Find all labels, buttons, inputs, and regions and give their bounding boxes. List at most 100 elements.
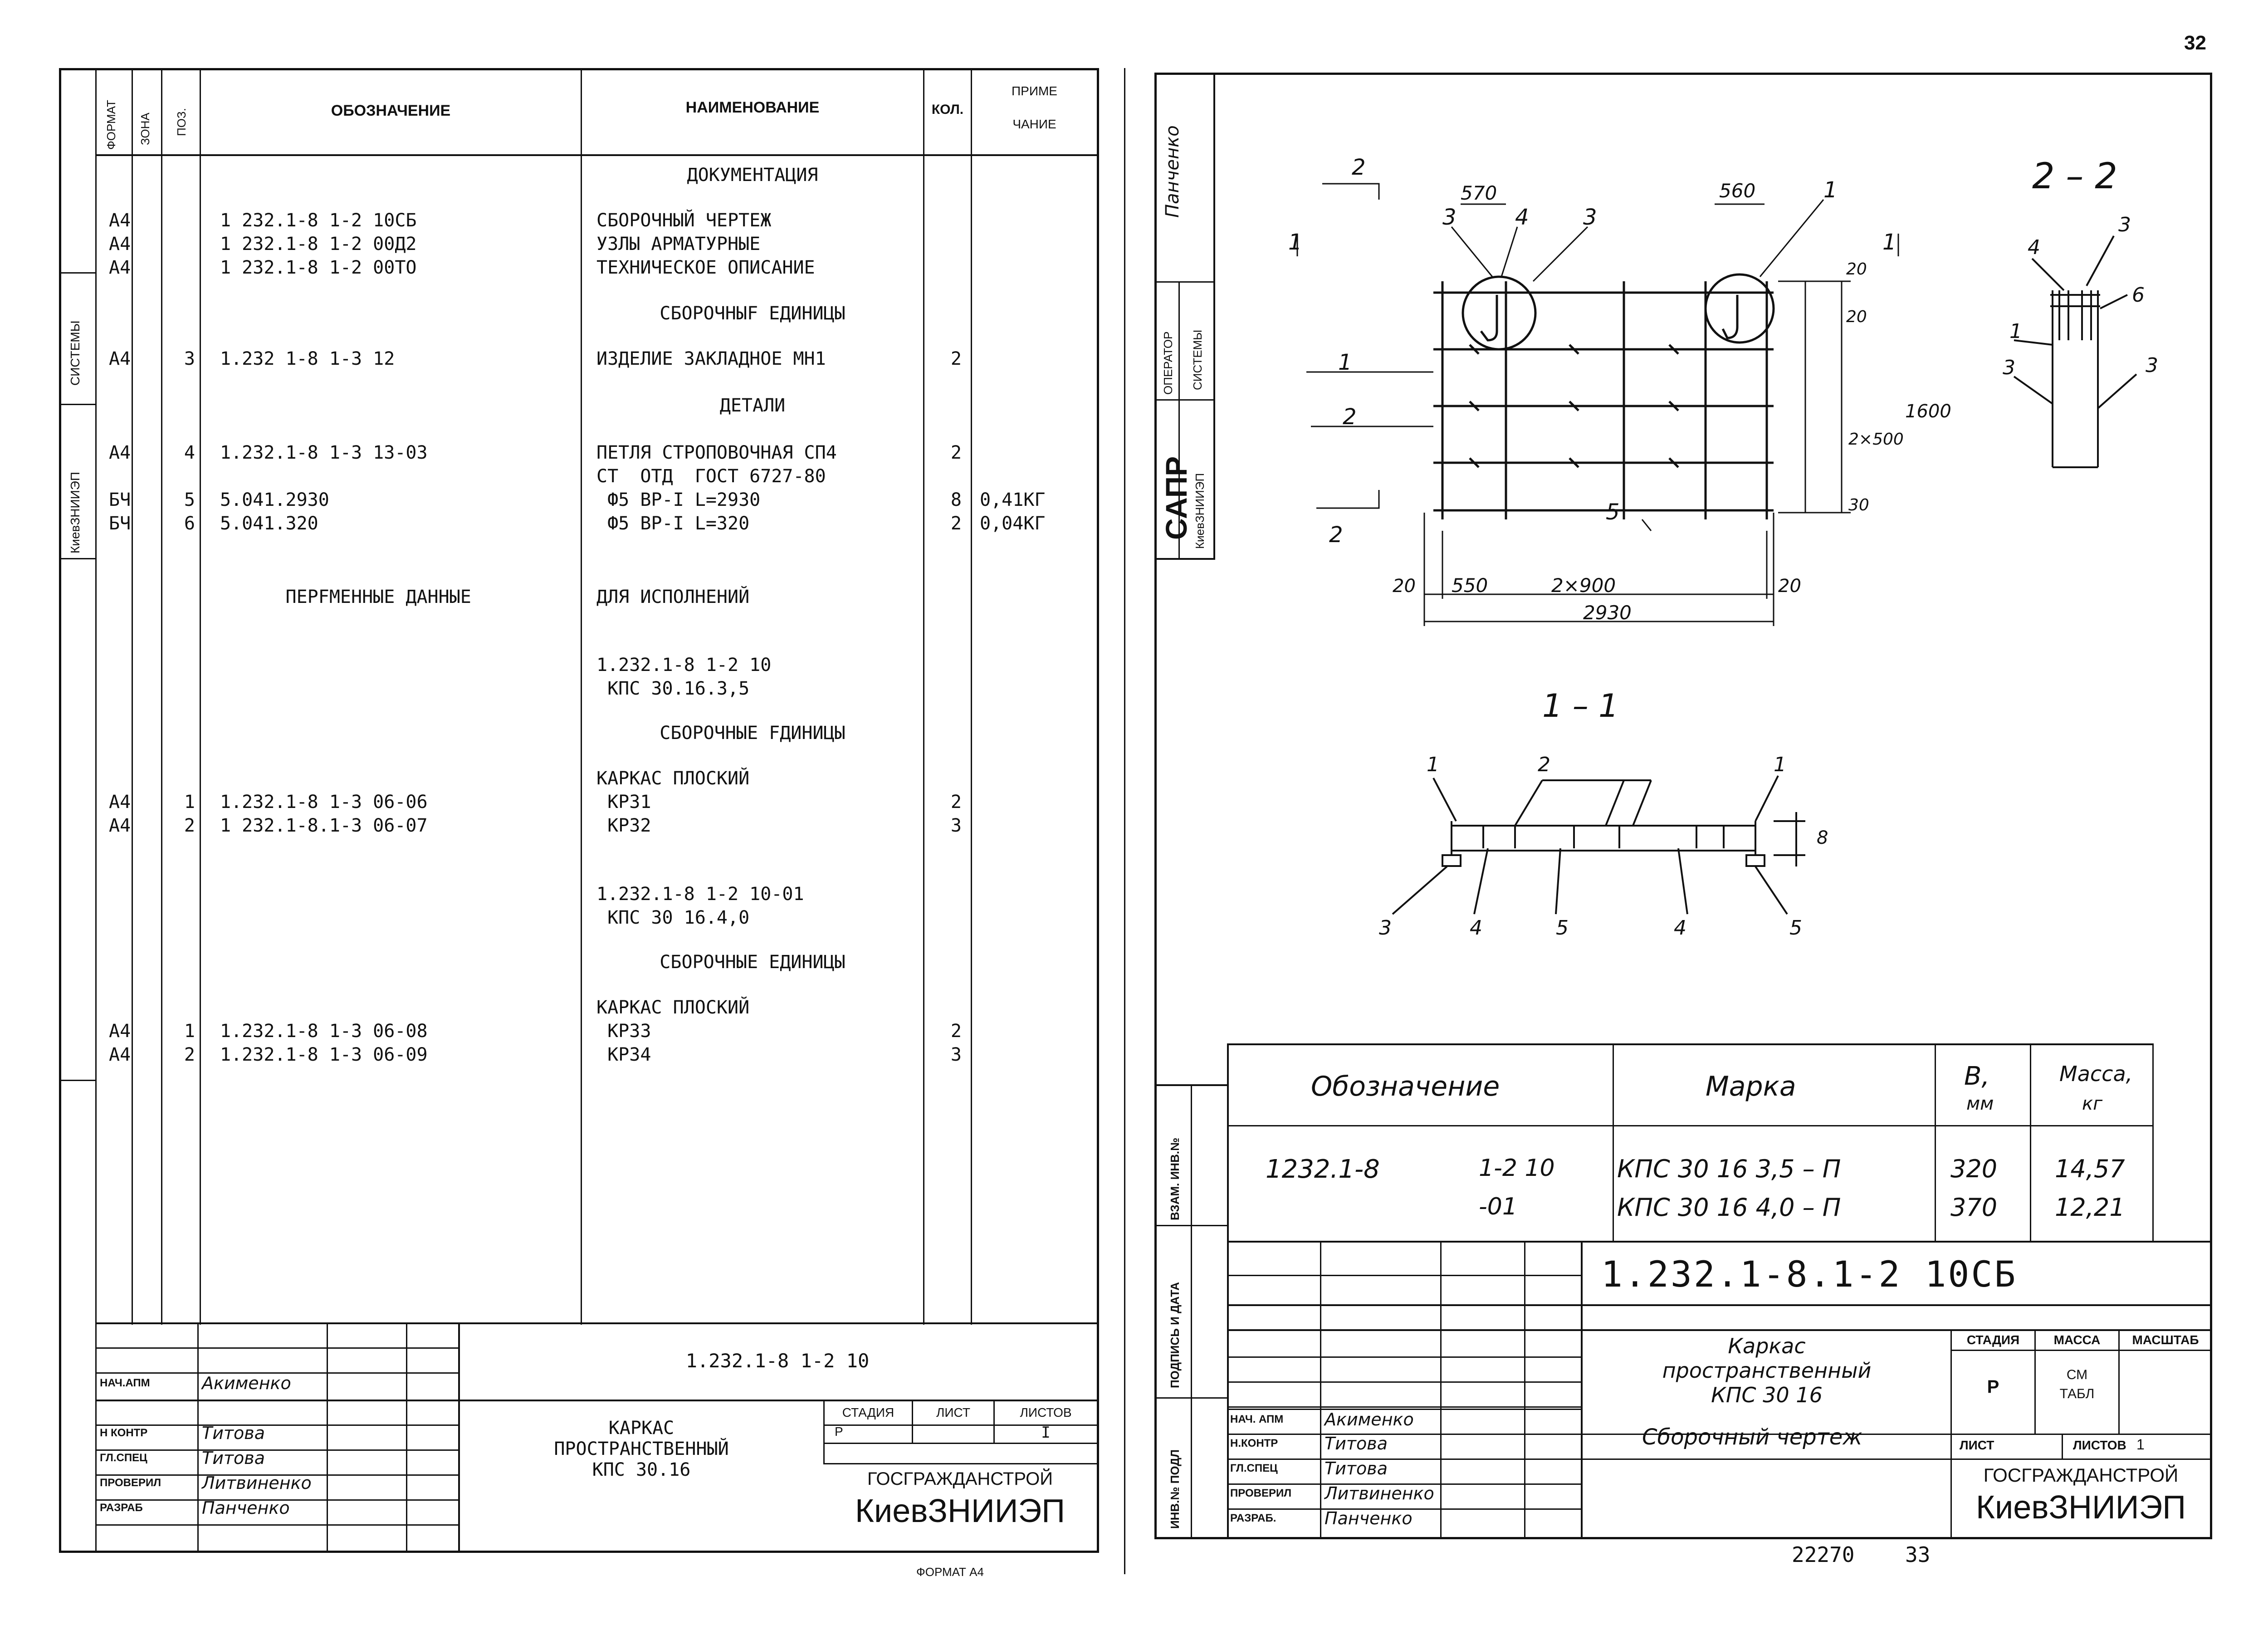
side-label-org: КиевЗНИИЭП: [68, 471, 82, 553]
spec-cell-name: ДЛЯ ИСПОЛНЕНИЙ: [596, 587, 750, 607]
spec-cell-des: 1.232.1-8 1-3 06-09: [220, 1044, 428, 1065]
callout-label: 5: [1606, 499, 1620, 525]
signature-name: Акименко: [202, 1373, 291, 1393]
right-tb-sheet-label: ЛИСТ: [1960, 1438, 1994, 1452]
spec-cell-fmt: А4: [109, 210, 131, 231]
callout-label: 2: [1343, 404, 1357, 430]
spec-cell-des: 1.232.1-8 1-3 06-06: [220, 792, 428, 812]
callout-label: 5: [1556, 916, 1569, 940]
variants-header-b: В,: [1964, 1062, 1990, 1091]
dimension-label: 30: [1848, 496, 1869, 514]
callout-label: 3: [2146, 354, 2158, 377]
dimension-label: 20: [1778, 576, 1801, 597]
spec-cell-pos: 4: [184, 442, 195, 463]
dimension-label: 1600: [1905, 401, 1951, 422]
spec-cell-fmt: А4: [109, 442, 131, 463]
spec-cell-name: СБОРОЧНЫЙ ЧЕРТЕЖ: [596, 210, 772, 231]
variant-cell-des2: -01: [1479, 1193, 1517, 1220]
right-tb-org1: ГОСГРАЖДАНСТРОЙ: [1983, 1464, 2179, 1486]
spec-cell-name: КПС 30.16.3,5: [596, 678, 750, 699]
variant-cell-mass: 12,21: [2055, 1193, 2125, 1222]
right-tb-org2: КиевЗНИИЭП: [1976, 1489, 2186, 1526]
right-tb-stage: Р: [1987, 1377, 1999, 1397]
right-tb-subtitle: Сборочный чертеж: [1642, 1424, 1862, 1450]
bottom-number-left: 22270: [1792, 1542, 1855, 1567]
right-tb-title: Каркас пространственный КПС 30 16: [1662, 1334, 1872, 1407]
variant-cell-des2: 1-2 10: [1479, 1155, 1555, 1182]
spec-cell-qty: 2: [950, 348, 962, 369]
side-inv-swap: ВЗАМ. ИНВ.№: [1168, 1137, 1182, 1220]
dimension-label: 570: [1461, 182, 1497, 204]
spec-cell-fmt: А4: [109, 257, 131, 278]
header-qty: КОЛ.: [931, 102, 964, 117]
signature-role: ПРОВЕРИЛ: [100, 1477, 161, 1489]
dimension-label: 560: [1719, 180, 1755, 202]
side-systems: СИСТЕМЫ: [1191, 329, 1204, 390]
spec-cell-qty: 3: [950, 1044, 962, 1065]
callout-label: 6: [2132, 284, 2145, 307]
header-name: НАИМЕНОВАНИЕ: [685, 99, 820, 116]
signature-name: Титова: [1325, 1434, 1388, 1454]
spec-cell-qty: 3: [950, 815, 962, 836]
dimension-label: 20: [1393, 576, 1416, 597]
side-sign-date: ПОДПИСЬ И ДАТА: [1168, 1282, 1182, 1388]
spec-cell-note: 0,41КГ: [980, 489, 1046, 510]
dimension-lines: [1423, 203, 1851, 626]
signature-name: Литвиненко: [1325, 1483, 1434, 1503]
spec-cell-pos: 3: [184, 348, 195, 369]
signature-name: Литвиненко: [202, 1473, 312, 1493]
variant-cell-des1: 1232.1-8: [1266, 1155, 1380, 1184]
variant-cell-mark: КПС 30 16 3,5 – П: [1617, 1155, 1841, 1183]
section-11-labels: 1 2 1 3 4 5 4 5 8: [1379, 753, 1828, 940]
callout-label: 1: [1774, 753, 1786, 776]
spec-cell-name: КР32: [596, 815, 651, 836]
right-tb-scale-label: МАСШТАБ: [2132, 1333, 2199, 1347]
signature-name: Титова: [1325, 1459, 1388, 1478]
spec-cell-des: 1 232.1-8 1-2 00Д2: [220, 234, 417, 255]
callout-label: 3: [1379, 916, 1392, 940]
spec-cell-name: 1.232.1-8 1-2 10-01: [596, 884, 804, 905]
spec-cell-des: 1 232.1-8.1-3 06-07: [220, 815, 428, 836]
dimension-label: 2×900: [1551, 574, 1616, 597]
spec-cell-name: КАРКАС ПЛОСКИЙ: [596, 997, 750, 1018]
table-line: [1227, 1409, 1581, 1410]
variants-header-b-unit: мм: [1966, 1093, 1994, 1114]
spec-cell-des: 1.232.1-8 1-3 06-08: [220, 1021, 428, 1042]
section-11-view: [1392, 775, 1805, 915]
left-tb-sheet-label: ЛИСТ: [936, 1405, 970, 1419]
spec-cell-des: 5.041.2930: [220, 489, 329, 510]
spec-cell-name: СТ ОТД ГОСТ 6727-80: [596, 466, 826, 487]
callout-label: 4: [1674, 916, 1686, 940]
left-tb-org1: ГОСГРАЖДАНСТРОЙ: [867, 1469, 1053, 1489]
left-tb-title: КАРКАС ПРОСТРАНСТВЕННЫЙ КПС 30.16: [554, 1418, 729, 1480]
spec-cell-name: КПС 30 16.4,0: [596, 907, 750, 928]
spec-cell-name: 1.232.1-8 1-2 10: [596, 655, 772, 675]
callout-leaders: [1296, 183, 1899, 531]
signature-role: Н.КОНТР: [1230, 1437, 1278, 1449]
spec-cell-name: ТЕХНИЧЕСКОЕ ОПИСАНИЕ: [596, 257, 815, 278]
variants-header-mark: Марка: [1706, 1071, 1796, 1102]
spec-cell-fmt: А4: [109, 792, 131, 812]
spec-cell-qty: 2: [950, 1021, 962, 1042]
spec-cell-des: 1 232.1-8 1-2 10СБ: [220, 210, 417, 231]
callout-label: 2: [1329, 522, 1343, 548]
callout-label: 5: [1789, 916, 1802, 940]
header-note-1: ПРИМЕ: [1012, 84, 1057, 98]
variants-header-des: Обозначение: [1311, 1071, 1500, 1102]
callout-label: 3: [2003, 356, 2015, 379]
callout-label: 4: [1470, 916, 1482, 940]
spec-cell-name: СБОРОЧНЫЕ FДИНИЦЫ: [660, 723, 846, 744]
spec-cell-fmt: А4: [109, 348, 131, 369]
left-tb-org2: КиевЗНИИЭП: [855, 1493, 1065, 1529]
left-tb-stage-label: СТАДИЯ: [842, 1405, 894, 1419]
spec-cell-fmt: А4: [109, 1021, 131, 1042]
callout-label: 3: [1583, 205, 1597, 230]
callout-label: 3: [2118, 213, 2131, 236]
signature-name: Панченко: [202, 1498, 290, 1518]
spec-cell-qty: 2: [950, 513, 962, 534]
spec-cell-fmt: БЧ: [109, 513, 131, 534]
callout-label: 1: [1338, 350, 1352, 375]
spec-cell-name: ДОКУМЕНТАЦИЯ: [687, 165, 818, 186]
left-tb-code: 1.232.1-8 1-2 10: [685, 1350, 870, 1372]
section-22-title: 2 – 2: [2032, 156, 2117, 197]
